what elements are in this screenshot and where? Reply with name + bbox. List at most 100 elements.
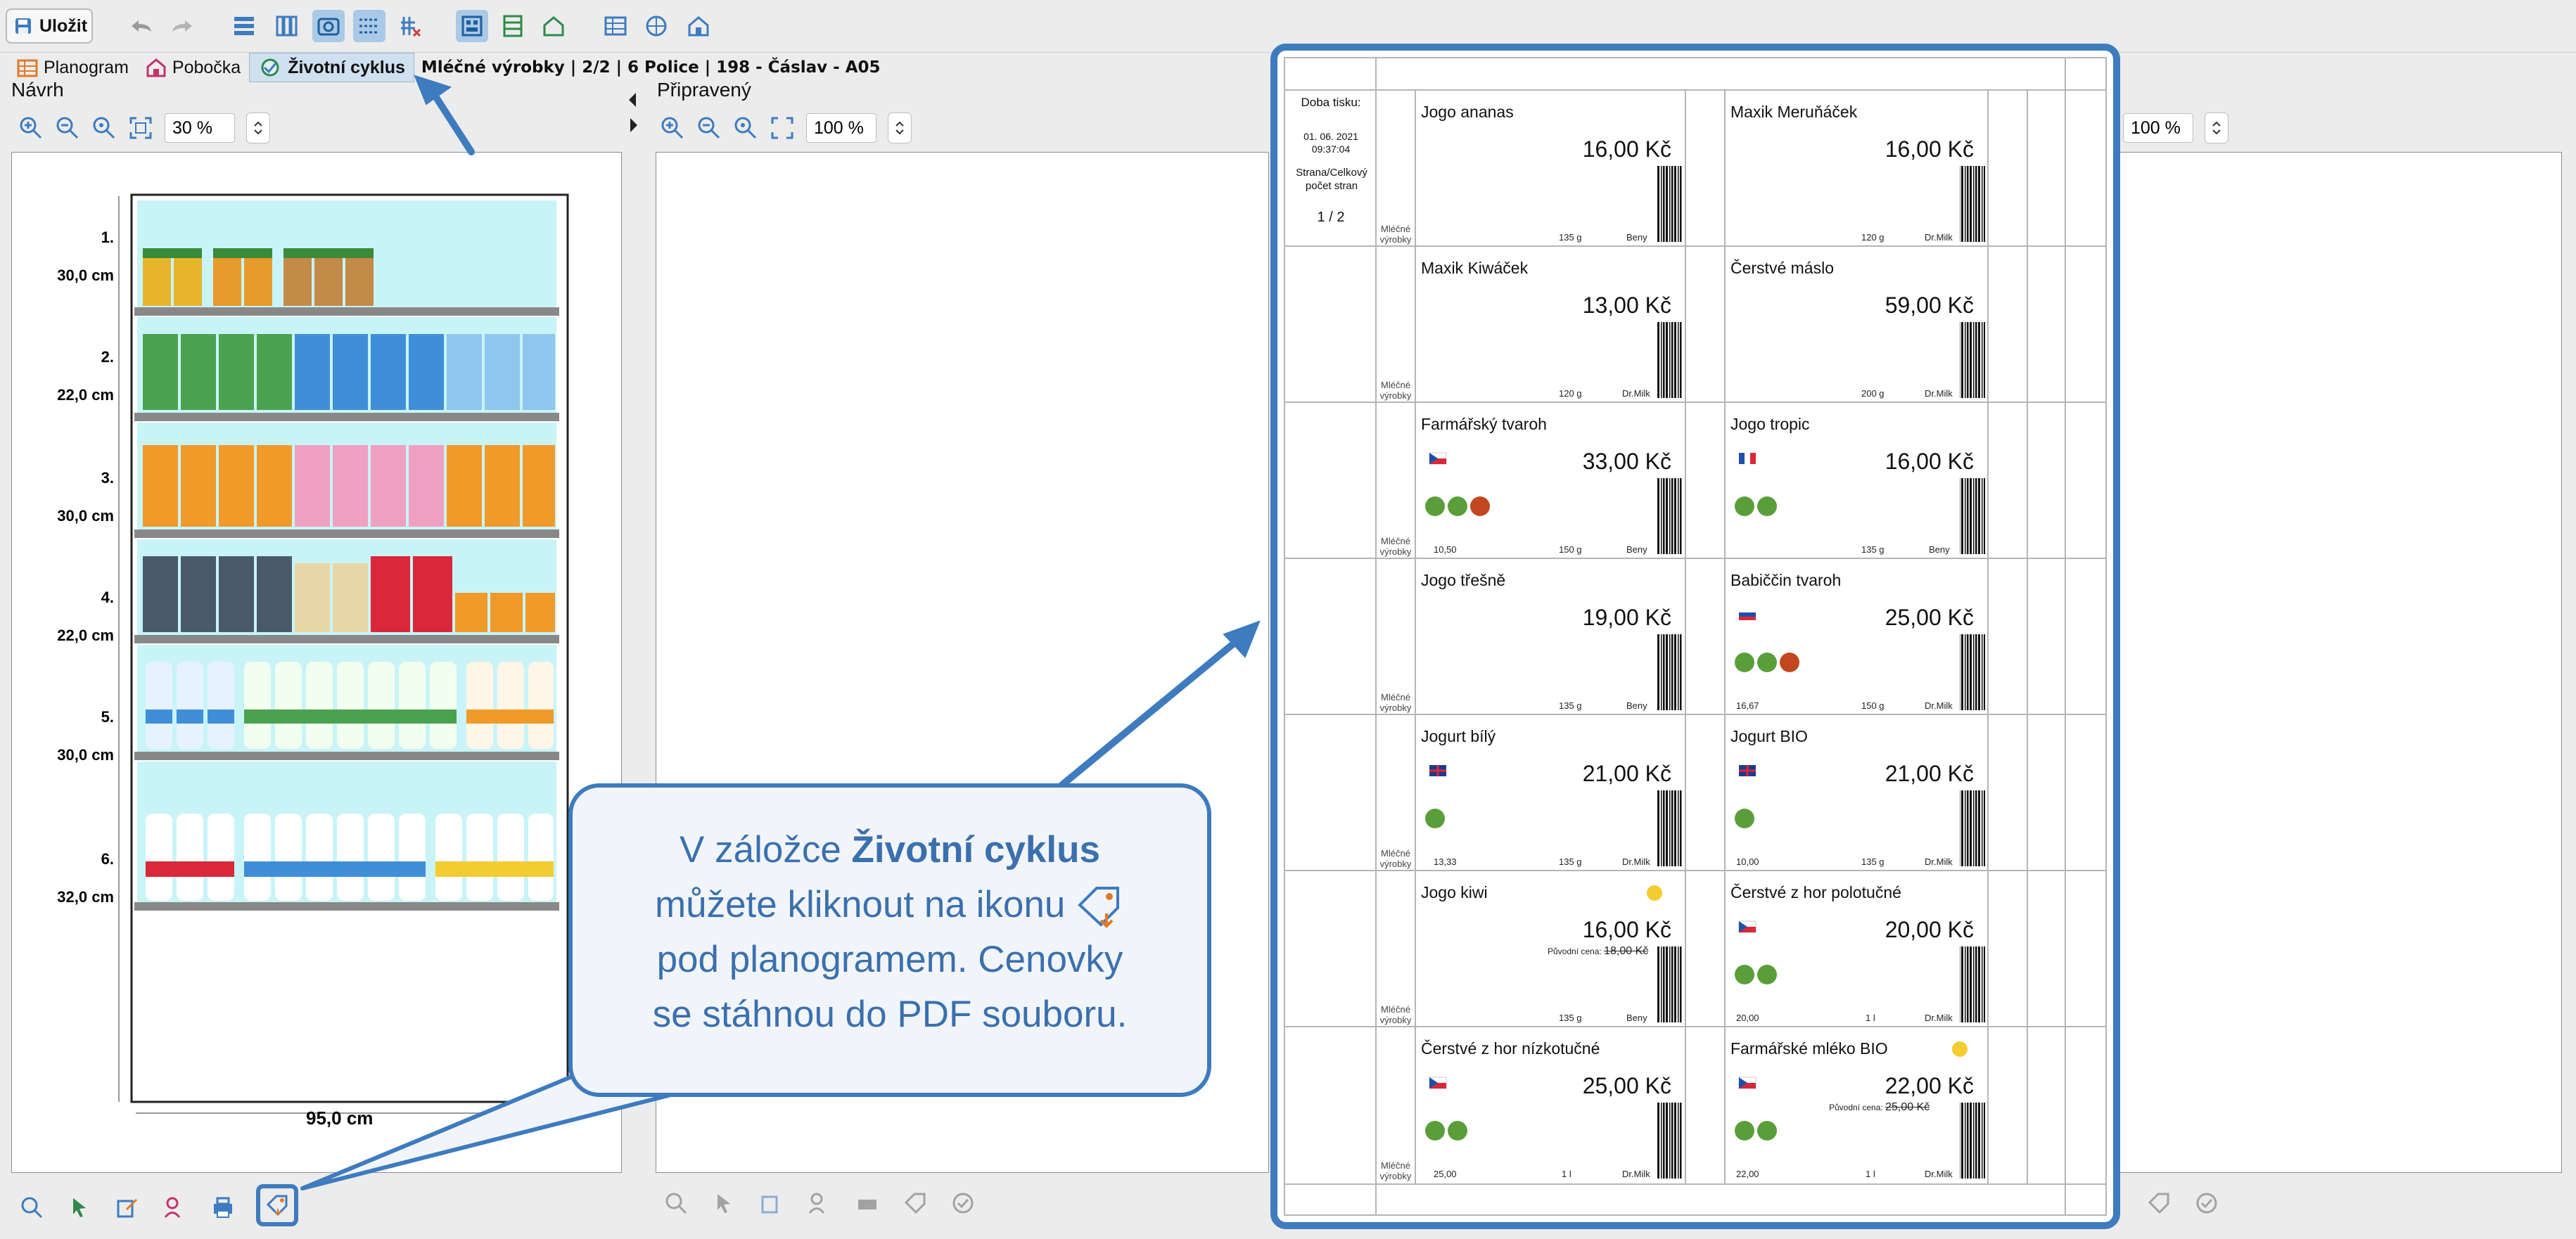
category-value: Mléčné výrobky: [1379, 1160, 1412, 1181]
callout-line-1: V záložce Životní cyklus: [680, 829, 1100, 871]
product-name: Farmářský tvaroh: [1421, 415, 1547, 433]
planogram-view-icon[interactable]: [456, 10, 488, 42]
product-price: 16,00 Kč: [1885, 449, 1974, 474]
right-zoom-value[interactable]: 100 %: [2123, 113, 2193, 143]
callout-line-4: se stáhnou do PDF souboru.: [652, 994, 1128, 1035]
tab-planogram[interactable]: Planogram: [8, 53, 137, 82]
product-name: Jogo tropic: [1730, 415, 1810, 433]
print-icon[interactable]: [208, 1193, 238, 1222]
zoom-in-icon[interactable]: [660, 115, 685, 141]
product-quantity: 135 g: [1861, 544, 1885, 555]
category-value: Mléčné výrobky: [1379, 224, 1412, 245]
zoom-reset-icon[interactable]: [91, 115, 117, 141]
design-zoom-stepper[interactable]: [246, 113, 270, 143]
original-price: Původní cena: 18,00 Kč: [1548, 945, 1648, 958]
check-icon[interactable]: [948, 1188, 978, 1218]
unit-price: 10,00: [1736, 856, 1759, 867]
select-tool-icon[interactable]: [65, 1193, 94, 1222]
original-price-value: 25,00 Kč: [1885, 1101, 1930, 1113]
design-zoom-value[interactable]: 30 %: [165, 113, 235, 143]
network-icon[interactable]: [640, 10, 672, 42]
unit-price: 10,50: [1434, 544, 1457, 555]
grid-remove-icon[interactable]: [394, 10, 426, 42]
edit-product-icon[interactable]: [113, 1193, 142, 1222]
zoom-out-icon[interactable]: [696, 115, 722, 141]
shelf-unit-icon[interactable]: [497, 10, 529, 42]
product-name: Jogurt bílý: [1421, 727, 1496, 745]
product-name: Jogo kiwi: [1421, 883, 1488, 901]
product-name: Jogo ananas: [1421, 103, 1514, 121]
undo-icon[interactable]: [125, 10, 158, 42]
shelves-view-icon[interactable]: [228, 10, 260, 42]
books-view-icon[interactable]: [270, 10, 302, 42]
product-quantity: 135 g: [1559, 1013, 1582, 1023]
category-value: Mléčné výrobky: [1379, 1004, 1412, 1025]
product-price: 25,00 Kč: [1885, 605, 1974, 630]
product-brand: Dr.Milk: [1925, 700, 1953, 711]
design-bottom-toolbar: [17, 1184, 298, 1226]
original-price-label: Původní cena:: [1548, 946, 1602, 956]
zoom-out-icon[interactable]: [55, 115, 80, 141]
product-brand: Beny: [1626, 700, 1647, 711]
fit-icon[interactable]: [128, 115, 153, 141]
collapse-left-icon[interactable]: [627, 91, 639, 108]
collapse-right-icon[interactable]: [627, 117, 639, 134]
planogram-drawing[interactable]: [110, 181, 589, 1137]
dimensions-icon[interactable]: [353, 10, 385, 42]
edit-product-icon[interactable]: [757, 1188, 786, 1218]
print-date: 01. 06. 2021: [1303, 131, 1358, 142]
product-quantity: 135 g: [1559, 700, 1582, 711]
category-value: Mléčné výrobky: [1379, 692, 1412, 713]
search-product-icon[interactable]: [17, 1193, 46, 1222]
callout-bubble: V záložce Životní cyklus můžete kliknout…: [568, 783, 1211, 1097]
fit-icon[interactable]: [770, 115, 795, 141]
select-tool-icon[interactable]: [709, 1188, 739, 1218]
page-count: 1 / 2: [1317, 210, 1345, 225]
zoom-reset-icon[interactable]: [733, 115, 758, 141]
shelf-height: 30,0 cm: [57, 746, 114, 764]
product-quantity: 200 g: [1861, 388, 1885, 399]
photo-view-icon[interactable]: [312, 10, 345, 42]
product-quantity: 120 g: [1559, 388, 1582, 399]
original-price-label: Původní cena:: [1829, 1103, 1883, 1112]
design-canvas[interactable]: 1. 30,0 cm 2. 22,0 cm 3. 30,0 cm 4. 22,0…: [11, 152, 622, 1173]
product-price: 13,00 Kč: [1582, 293, 1671, 318]
table-icon[interactable]: [599, 10, 632, 42]
right-zoom-stepper[interactable]: [2205, 113, 2229, 143]
prepared-zoom-value[interactable]: 100 %: [806, 113, 876, 143]
check-icon[interactable]: [2192, 1188, 2221, 1218]
product-name: Maxik Kiwáček: [1421, 259, 1529, 277]
product-quantity: 1 l: [1866, 1013, 1875, 1023]
unit-price: 16,67: [1736, 700, 1759, 711]
unit-price: 13,33: [1434, 856, 1457, 867]
branch-icon: [146, 58, 167, 77]
tab-zivotni-cyklus[interactable]: Životní cyklus: [249, 53, 414, 82]
product-price: 21,00 Kč: [1582, 761, 1671, 786]
price-tag-download-icon[interactable]: [256, 1184, 298, 1226]
tab-pobocka[interactable]: Pobočka: [137, 53, 249, 82]
tab-bar: Planogram Pobočka Životní cyklus Mléčné …: [0, 52, 2576, 83]
print-icon[interactable]: [853, 1188, 882, 1218]
home-icon[interactable]: [682, 10, 715, 42]
callout-line-2: můžete kliknout na ikonu: [573, 878, 1207, 932]
zoom-in-icon[interactable]: [18, 115, 44, 141]
product-brand: Dr.Milk: [1622, 856, 1650, 867]
print-time: 09:37:04: [1311, 143, 1351, 155]
product-name: Čerstvé z hor polotučné: [1730, 883, 1901, 901]
product-name: Farmářské mléko BIO: [1730, 1039, 1888, 1058]
search-product-icon[interactable]: [661, 1188, 691, 1218]
prepared-zoom-stepper[interactable]: [888, 113, 912, 143]
redo-icon[interactable]: [166, 10, 198, 42]
store-icon[interactable]: [537, 10, 570, 42]
price-tag-icon[interactable]: [2144, 1188, 2174, 1218]
original-price-value: 18,00 Kč: [1604, 945, 1649, 957]
user-edit-icon[interactable]: [160, 1193, 190, 1222]
right-canvas[interactable]: [2110, 152, 2562, 1173]
shelf-height: 30,0 cm: [57, 267, 114, 284]
product-price: 16,00 Kč: [1885, 136, 1974, 162]
price-tag-icon[interactable]: [900, 1188, 930, 1218]
product-brand: Beny: [1626, 1013, 1647, 1023]
user-edit-icon[interactable]: [805, 1188, 834, 1218]
save-button[interactable]: Uložit: [6, 8, 93, 44]
